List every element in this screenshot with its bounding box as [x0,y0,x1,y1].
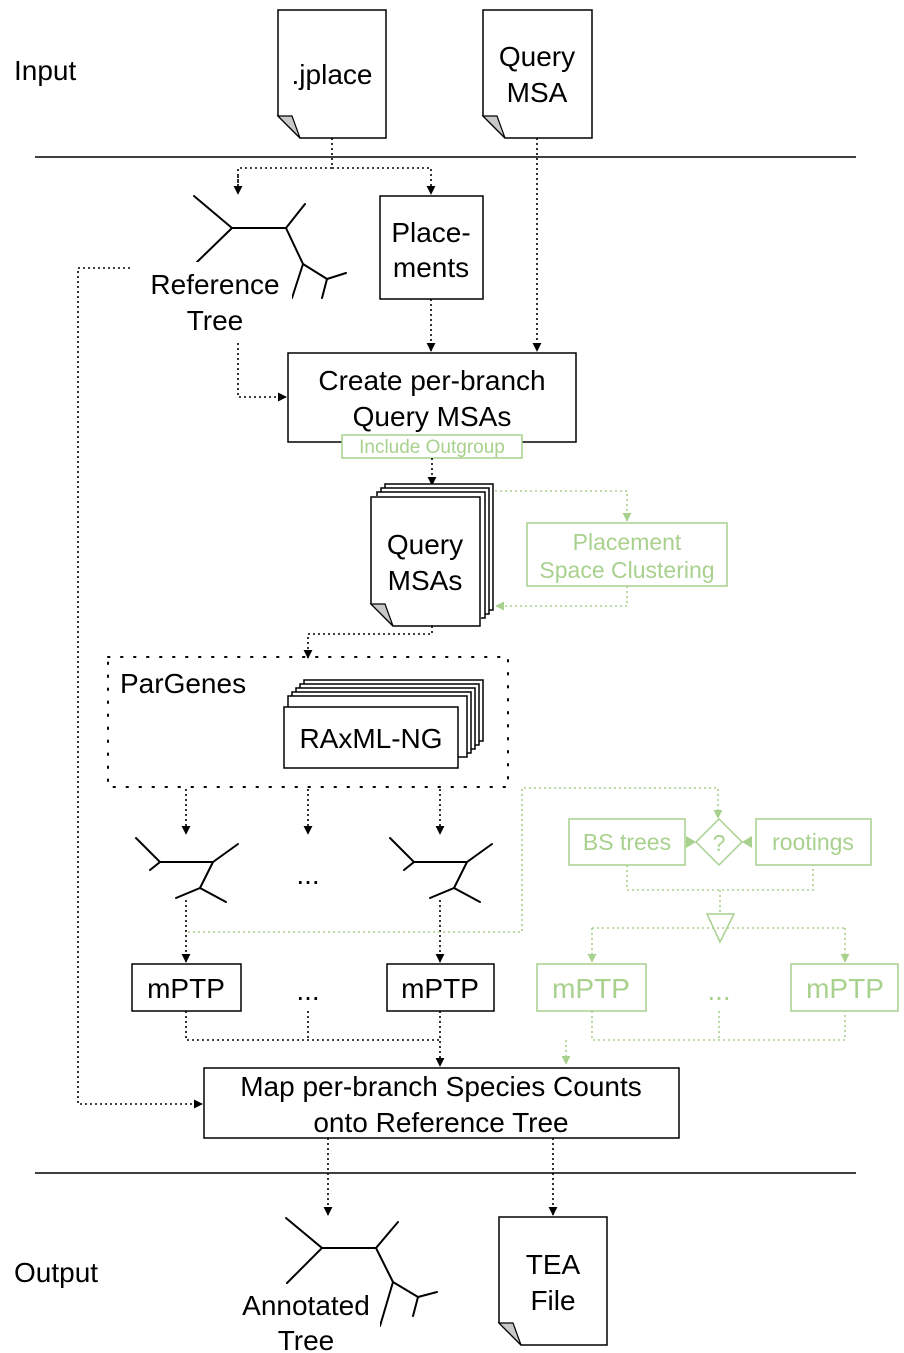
page-fold-icon [369,603,394,627]
query-msas-stack: Query MSAs [369,483,494,627]
optional-mptp-ellipsis: ... [707,975,730,1006]
optional-mptp-box-2: mPTP [790,963,899,1012]
input-label: Input [14,55,76,86]
query-msas-label-line1: Query [387,529,463,560]
query-msa-label-line1: Query [499,41,575,72]
query-msa-label-line2: MSA [507,77,568,108]
page-fold-icon [276,115,301,139]
mptp-label-1: mPTP [147,973,225,1004]
bs-trees-label: BS trees [583,829,671,855]
optional-mptp-label-1: mPTP [552,973,630,1004]
placements-label-line2: ments [393,252,469,283]
optional-mptp-merge-connector [566,1011,846,1064]
pargenes-container [107,656,509,788]
jplace-to-placements-arrow [332,167,436,195]
raxml-label: RAxML-NG [299,723,442,754]
annotated-tree-icon [285,1217,438,1327]
mptp-merge-connector [185,1011,440,1066]
msas-to-clustering-arrow [495,490,632,522]
tea-file-label-line1: TEA [526,1249,581,1280]
page-fold-icon [497,1322,522,1346]
create-msas-label-line2: Query MSAs [353,401,512,432]
placement-clustering-label-line2: Space Clustering [539,557,714,583]
merge-triangle [705,913,736,944]
create-msas-box: Create per-branch Query MSAs [287,352,577,443]
decision-right-arrowhead [742,836,752,848]
tea-file-label-line2: File [530,1285,575,1316]
query-msa-file: Query MSA [481,9,593,139]
rootings-box: rootings [755,818,872,866]
placements-label-line1: Place- [391,217,470,248]
rootings-label: rootings [772,829,854,855]
annotated-tree-label-line1: Annotated [242,1290,370,1321]
placement-clustering-box: Placement Space Clustering [526,522,728,587]
include-outgroup-box: Include Outgroup [341,434,523,459]
msas-to-pargenes-arrow [303,626,433,659]
tree-to-map-arrow [77,267,203,1109]
placement-clustering-label-line1: Placement [573,529,682,555]
tea-file: TEA File [497,1216,608,1346]
bs-trees-box: BS trees [568,818,686,866]
clustering-to-msas-arrow [495,586,628,611]
output-label: Output [14,1257,98,1288]
pargenes-label: ParGenes [120,668,246,699]
create-msas-label-line1: Create per-branch [318,365,545,396]
jplace-label: .jplace [292,59,373,90]
page-fold-icon [481,115,506,139]
reference-tree-label-line2: Tree [187,305,244,336]
options-merge-connector [626,865,814,912]
annotated-tree-label-line2: Tree [278,1325,335,1353]
placements-box: Place- ments [379,195,484,300]
decision-diamond: ? [694,817,744,867]
decision-label: ? [713,830,726,856]
map-counts-label-line2: onto Reference Tree [313,1107,568,1138]
include-outgroup-label: Include Outgroup [359,437,505,458]
jplace-file: .jplace [276,9,387,139]
reference-tree-label-line1: Reference [150,269,279,300]
reference-tree-icon [193,195,347,299]
ml-tree-icon-1 [135,837,239,903]
map-counts-label-line1: Map per-branch Species Counts [240,1071,642,1102]
map-counts-box: Map per-branch Species Counts onto Refer… [203,1067,680,1139]
raxml-stack: RAxML-NG [283,679,484,769]
jplace-split-connector [237,138,333,192]
tree-to-create-arrow [237,343,287,402]
mptp-ellipsis: ... [296,975,319,1006]
mptp-box-2: mPTP [386,963,495,1012]
optional-mptp-box-1: mPTP [536,963,647,1012]
optional-mptp-label-2: mPTP [806,973,884,1004]
ml-tree-icon-2 [389,837,493,903]
mptp-label-2: mPTP [401,973,479,1004]
trees-ellipsis: ... [296,859,319,890]
decision-left-arrowhead [686,836,696,848]
mptp-box-1: mPTP [131,963,242,1012]
query-msas-label-line2: MSAs [388,565,463,596]
